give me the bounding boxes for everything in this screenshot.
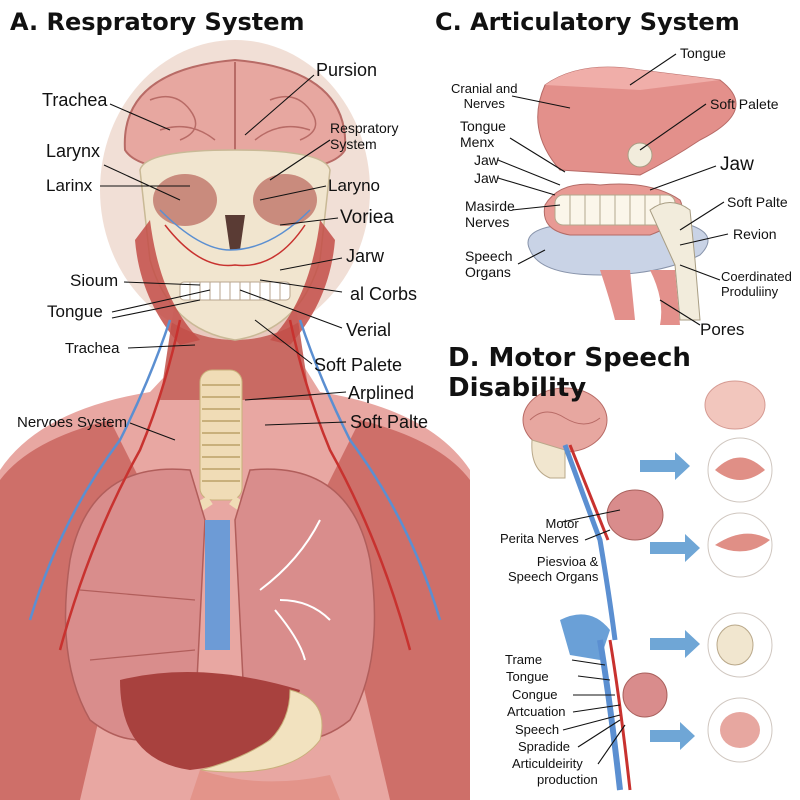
label-pursion: Pursion — [316, 60, 378, 80]
label-larynx: Larynx — [46, 141, 101, 161]
panel-a-title: A. Respratory System — [10, 8, 305, 36]
label-soft-palete: Soft Palete — [314, 355, 403, 375]
label-c-jaw-2: Jaw — [474, 170, 499, 186]
label-d-articuldeirity: Articuldeirity — [512, 756, 583, 771]
label-d-spradide: Spradide — [518, 739, 571, 754]
label-tongue: Tongue — [47, 302, 103, 321]
label-c-soft-palete: Soft Palete — [710, 96, 779, 112]
label-trachea-top: Trachea — [42, 90, 108, 110]
label-c-tongue-menx: Tongue Menx — [460, 118, 506, 151]
label-d-artcuation: Artcuation — [507, 704, 566, 719]
label-c-pores: Pores — [700, 320, 745, 339]
panel-d-illustration — [522, 380, 773, 791]
panel-a-leader-lines — [100, 74, 347, 441]
label-larinx: Larinx — [46, 176, 93, 195]
label-respratory-system: Respratory System — [330, 120, 399, 153]
panel-c-leader-lines — [497, 53, 729, 326]
label-d-trame: Trame — [505, 652, 543, 667]
label-d-production: production — [537, 772, 598, 787]
label-d-speech: Speech — [515, 722, 560, 737]
label-d-piesvioa: Piesvioa & Speech Organs — [508, 554, 599, 584]
panel-c-title: C. Articulatory System — [435, 8, 740, 36]
panel-d-title: D. Motor Speech Disability — [448, 343, 691, 403]
label-jarw: Jarw — [346, 246, 385, 266]
label-c-masirde-nerves: Masirde Nerves — [465, 198, 515, 231]
label-verial: Verial — [346, 320, 392, 340]
label-c-jaw-big: Jaw — [720, 154, 754, 175]
label-d-tongue: Tongue — [506, 669, 549, 684]
human-torso-figure — [0, 40, 470, 800]
label-al-corbs: al Corbs — [350, 284, 418, 304]
label-laryno: Laryno — [328, 176, 380, 195]
panel-d-leader-lines — [561, 509, 626, 765]
label-c-coerdinated: Coerdinated Produliiny — [721, 269, 792, 299]
label-d-congue: Congue — [512, 687, 558, 702]
label-arplined: Arplined — [348, 383, 415, 403]
label-c-cranial-nerves: Cranial and Nerves — [451, 81, 518, 111]
label-voriea: Voriea — [340, 207, 394, 228]
label-d-motor: Motor Perita Nerves — [500, 516, 579, 546]
jaw-model — [527, 66, 737, 325]
label-c-jaw-1: Jaw — [474, 152, 499, 168]
label-sioum: Sioum — [70, 271, 119, 290]
label-soft-palte: Soft Palte — [350, 412, 429, 432]
label-trachea-mid: Trachea — [65, 340, 120, 357]
label-c-tongue: Tongue — [680, 45, 726, 61]
label-c-soft-palte: Soft Palte — [727, 194, 788, 210]
label-c-revion: Revion — [733, 226, 777, 242]
label-c-speech-organs: Speech Organs — [465, 248, 513, 281]
label-nervoes-system: Nervoes System — [17, 414, 128, 431]
